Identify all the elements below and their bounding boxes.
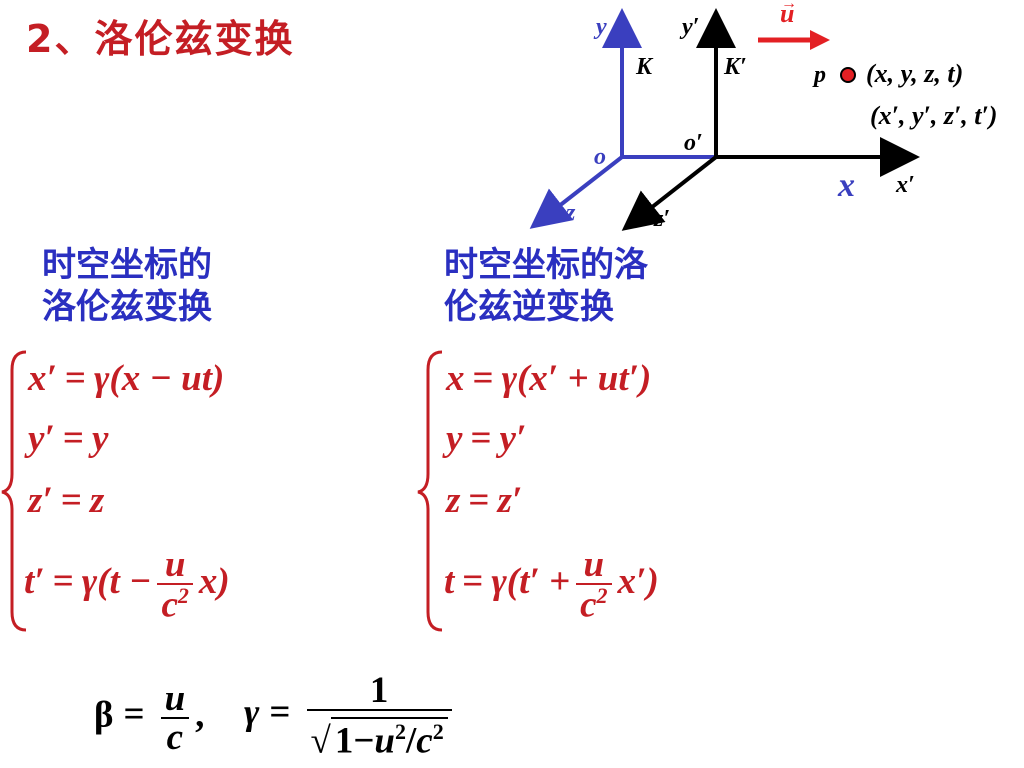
velocity-label: u xyxy=(780,0,794,28)
k-y-label: y xyxy=(593,14,607,40)
beta-numerator: u xyxy=(164,678,186,719)
forward-heading: 时空坐标的 洛伦兹变换 xyxy=(42,244,212,328)
radicand-one: 1 xyxy=(334,720,354,762)
radicand-minus: − xyxy=(353,720,375,762)
inverse-heading-line2: 伦兹逆变换 xyxy=(444,287,614,327)
forward-eq-t-den-exponent: 2 xyxy=(177,583,189,608)
inverse-eq-t-suffix: x′) xyxy=(617,561,659,603)
inverse-eq-z-rhs: z′ xyxy=(497,480,523,521)
forward-brace xyxy=(1,350,27,632)
inverse-eq-x-rhs: γ(x′ + ut′) xyxy=(501,358,652,399)
k-x-label: x xyxy=(837,167,855,204)
forward-eq-t-denominator: c2 xyxy=(157,583,193,626)
forward-eq-z-rhs: z xyxy=(89,480,105,521)
forward-eq-z: z′=z xyxy=(28,482,104,519)
reference-frames-figure: y K o x z y′ K′ o′ x′ z′ u → p (x, y, z,… xyxy=(529,0,997,232)
radicand-u: u xyxy=(374,720,395,762)
k-prime-z-label: z′ xyxy=(653,206,670,232)
inverse-eq-z-equals: = xyxy=(468,480,490,521)
forward-heading-line1: 时空坐标的 xyxy=(42,245,212,285)
gamma-equals: = xyxy=(269,692,291,734)
inverse-eq-t-lhs: t xyxy=(444,561,455,603)
forward-eq-y-lhs: y′ xyxy=(28,418,55,459)
velocity-vector-arrow: → xyxy=(781,0,797,12)
inverse-eq-z-lhs: z xyxy=(446,480,461,521)
inverse-eq-t-den-base: c xyxy=(580,584,597,626)
forward-heading-line2: 洛伦兹变换 xyxy=(42,287,212,327)
forward-eq-t-prefix: γ(t − xyxy=(81,561,152,603)
forward-eq-t-suffix: x) xyxy=(198,561,230,603)
inverse-eq-x-equals: = xyxy=(472,358,494,399)
forward-eq-x-equals: = xyxy=(64,358,86,399)
forward-eq-y-rhs: y xyxy=(91,418,109,459)
beta-equals: = xyxy=(123,694,145,736)
inverse-eq-x: x=γ(x′ + ut′) xyxy=(446,360,651,397)
k-frame-name: K xyxy=(635,54,654,80)
k-prime-z-axis xyxy=(621,155,718,231)
beta-comma: , xyxy=(195,694,205,736)
point-p-marker xyxy=(840,67,856,83)
inverse-eq-y-lhs: y xyxy=(446,418,463,459)
forward-eq-t-equals: = xyxy=(52,561,74,603)
inverse-heading-line1: 时空坐标的洛 xyxy=(444,245,648,285)
point-coords-k-prime: (x′, y′, z′, t′) xyxy=(870,101,997,130)
beta-symbol: β xyxy=(94,694,114,736)
beta-denominator: c xyxy=(160,717,190,756)
radicand-u-exponent: 2 xyxy=(394,719,406,744)
gamma-symbol: γ xyxy=(244,692,260,734)
point-coords-k: (x, y, z, t) xyxy=(866,59,963,88)
sqrt-symbol: √ xyxy=(310,720,331,762)
inverse-heading: 时空坐标的洛 伦兹逆变换 xyxy=(444,244,648,328)
k-z-axis xyxy=(529,155,624,229)
forward-eq-x: x′=γ(x − ut) xyxy=(28,360,224,397)
radicand-c-exponent: 2 xyxy=(432,719,444,744)
inverse-eq-z: z=z′ xyxy=(446,482,522,519)
k-prime-y-label: y′ xyxy=(679,14,699,40)
inverse-eq-y-rhs: y′ xyxy=(499,418,527,459)
velocity-arrowhead xyxy=(810,30,830,50)
k-origin-label: o xyxy=(594,144,606,170)
radicand-c: c xyxy=(416,720,433,762)
forward-eq-z-lhs: z′ xyxy=(28,480,53,521)
inverse-eq-t-prefix: γ(t′ + xyxy=(491,561,571,603)
gamma-fraction: 1√1−u2/c2 xyxy=(306,670,452,762)
forward-eq-y-equals: = xyxy=(62,418,84,459)
inverse-eq-y-equals: = xyxy=(470,418,492,459)
forward-eq-t-lhs: t′ xyxy=(24,561,45,603)
sqrt-radicand: 1−u2/c2 xyxy=(330,717,448,762)
inverse-eq-t-denominator: c2 xyxy=(576,583,612,626)
forward-eq-y: y′=y xyxy=(28,420,108,457)
point-p-label: p xyxy=(812,62,826,88)
inverse-eq-t-equals: = xyxy=(462,561,484,603)
k-z-label: z xyxy=(565,200,576,226)
inverse-eq-t-den-exponent: 2 xyxy=(596,583,608,608)
gamma-definition: γ=1√1−u2/c2 xyxy=(244,672,458,759)
gamma-denominator: √1−u2/c2 xyxy=(306,709,452,762)
forward-eq-t-numerator: u xyxy=(164,544,186,585)
inverse-eq-t-numerator: u xyxy=(583,544,605,585)
forward-eq-x-lhs: x′ xyxy=(28,358,57,399)
inverse-eq-y: y=y′ xyxy=(446,420,526,457)
inverse-eq-x-lhs: x xyxy=(446,358,465,399)
k-prime-x-label: x′ xyxy=(895,172,915,198)
k-prime-origin-label: o′ xyxy=(684,130,703,156)
k-prime-frame-name: K′ xyxy=(723,54,747,80)
slide-title: 2、洛伦兹变换 xyxy=(26,17,295,61)
forward-eq-t-den-base: c xyxy=(161,584,178,626)
forward-eq-z-equals: = xyxy=(60,480,82,521)
inverse-brace xyxy=(417,350,443,632)
gamma-numerator: 1 xyxy=(369,670,389,711)
forward-eq-x-rhs: γ(x − ut) xyxy=(94,358,225,399)
